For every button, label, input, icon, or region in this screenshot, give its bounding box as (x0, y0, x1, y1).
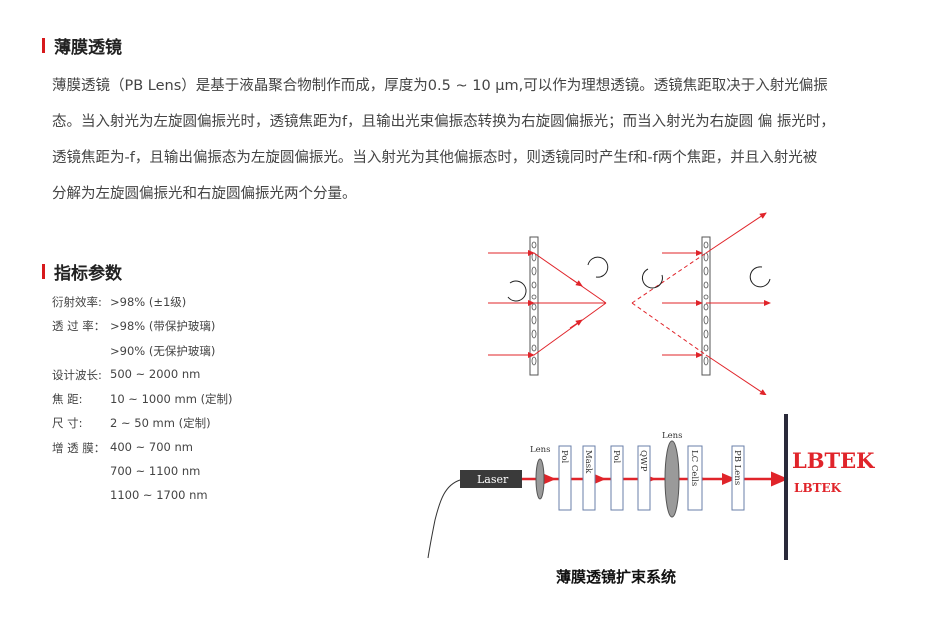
title-accent-bar (42, 264, 45, 279)
screen (784, 414, 788, 560)
beam-expander-diagram: Laser Lens Pol Mask Pol QWP Lens LC Cell… (427, 414, 875, 560)
rotation-arrow-icon (507, 280, 527, 302)
spec-value: >90% (无保护玻璃) (110, 344, 216, 358)
section-title-text: 薄膜透镜 (54, 38, 122, 58)
rotation-arrow-icon (587, 256, 609, 278)
lc-cells (687, 445, 703, 511)
pb-lens-right-plate (701, 236, 711, 376)
description-line-2: 态。当入射光为左旋圆偏振光时，透镜焦距为f，且输出光束偏振态转换为右旋圆偏振光；… (52, 114, 835, 130)
spec-label: 衍射效率: (52, 295, 102, 309)
lens-1-label: Lens (530, 445, 551, 455)
description-line-3: 透镜焦距为-f，且输出偏振态为左旋圆偏振光。当入射光为其他偏振态时，则透镜同时产… (52, 150, 818, 166)
mask-label: Mask (583, 450, 593, 474)
spec-value: 400 ~ 700 nm (110, 440, 193, 454)
brand-logo-small: LBTEK (794, 481, 842, 495)
converging-beams (488, 250, 607, 358)
section-title-pb-lens: 薄膜透镜 (42, 33, 122, 58)
spec-label: 透 过 率： (52, 319, 106, 333)
diverging-beams (631, 212, 771, 395)
rotation-arrow-icon (641, 268, 663, 289)
spec-label: 增 透 膜： (52, 441, 106, 455)
fiber-cable (427, 479, 461, 559)
brand-logo-large: LBTEK (792, 448, 875, 473)
quarter-wave-plate (637, 445, 651, 511)
pb-lens-label: PB Lens (732, 450, 742, 485)
description-line-1: 薄膜透镜（PB Lens）是基于液晶聚合物制作而成，厚度为0.5 ~ 10 μm… (52, 78, 828, 94)
section-title-specs: 指标参数 (42, 259, 122, 284)
polarizer-2 (610, 445, 624, 511)
spec-value: 2 ~ 50 mm (定制) (110, 416, 211, 430)
laser-box (460, 470, 522, 488)
title-accent-bar (42, 38, 45, 53)
pb-lens (731, 445, 745, 511)
mask (582, 445, 596, 511)
spec-value: >98% (±1级) (110, 295, 187, 309)
pb-lens-left-plate (529, 236, 539, 376)
section-title-text: 指标参数 (54, 264, 122, 284)
polarizer-1 (558, 445, 572, 511)
spec-label: 焦 距: (52, 392, 83, 406)
lens-1 (535, 458, 545, 500)
polarizer-1-label: Pol (559, 450, 569, 463)
spec-label: 尺 寸: (52, 416, 83, 430)
laser-label: Laser (477, 473, 509, 486)
spec-value: 500 ~ 2000 nm (110, 367, 201, 381)
pb-lens-focusing-diagram (488, 212, 771, 395)
spec-value: 10 ~ 1000 mm (定制) (110, 392, 233, 406)
lens-2 (664, 440, 680, 518)
spec-label: 设计波长: (52, 368, 102, 382)
spec-value: >98% (带保护玻璃) (110, 319, 216, 333)
qwp-label: QWP (638, 450, 648, 472)
lens-2-label: Lens (662, 431, 683, 441)
spec-value: 700 ~ 1100 nm (110, 464, 201, 478)
polarizer-2-label: Pol (611, 450, 621, 463)
rotation-arrow-icon (749, 266, 771, 288)
diagram-caption: 薄膜透镜扩束系统 (556, 568, 677, 586)
spec-value: 1100 ~ 1700 nm (110, 488, 208, 502)
lc-cells-label: LC Cells (689, 450, 699, 486)
description-line-4: 分解为左旋圆偏振光和右旋圆偏振光两个分量。 (52, 186, 357, 202)
